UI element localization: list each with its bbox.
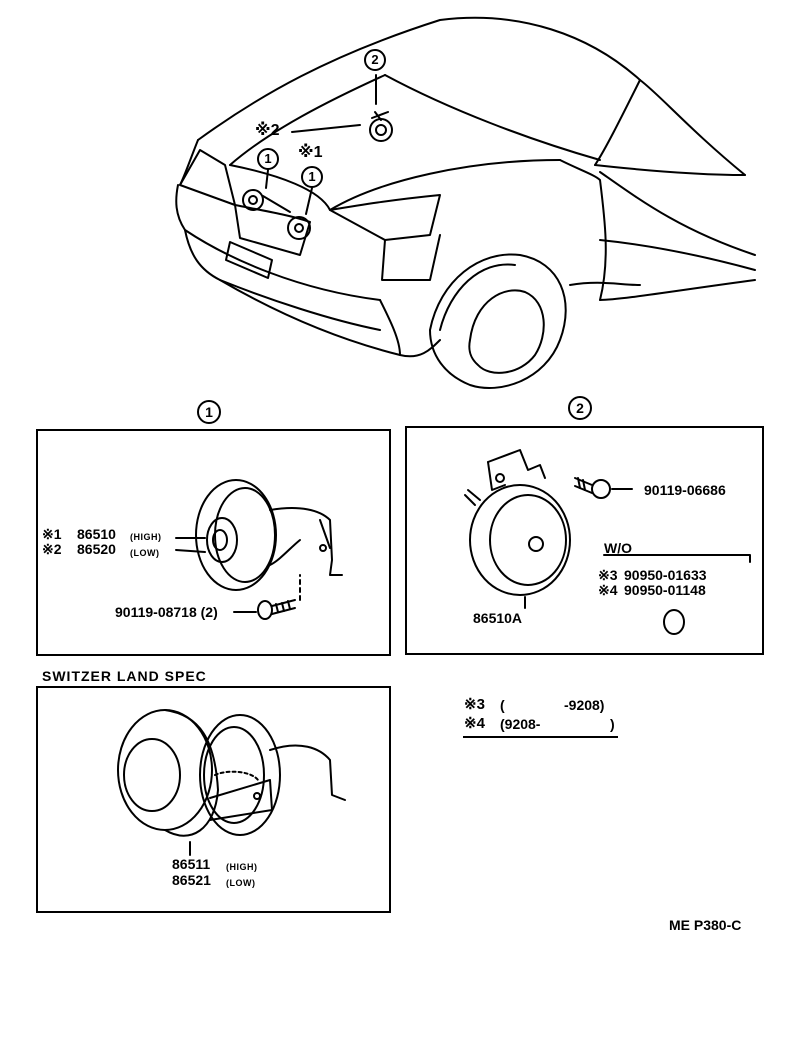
horn-86510a-illustration (464, 449, 751, 635)
reference-mark-symbol: ※ (298, 142, 314, 161)
legend-range-4-close: ) (610, 716, 615, 732)
part-number-90950-01633: 90950-01633 (624, 567, 707, 583)
legend-underline (463, 736, 618, 738)
part-number-86521: 86521 (172, 872, 211, 888)
legend-range-3-end: -9208) (564, 697, 605, 713)
part-number-90119-06686: 90119-06686 (644, 482, 726, 498)
diagram-code: ME P380-C (669, 917, 742, 933)
callout-ref-1b: 1 (301, 166, 323, 188)
panel-2-mark-3: ※3 (598, 567, 618, 583)
legend-range-4-start: (9208- (500, 716, 541, 732)
without-label: W/O (604, 540, 632, 556)
reference-mark-number: 2 (270, 122, 280, 139)
low-tag: (LOW) (226, 878, 256, 888)
low-tag: (LOW) (130, 548, 160, 558)
callout-mark-2: ※2 (255, 122, 279, 139)
callout-mark-1: ※1 (298, 144, 322, 161)
high-tag: (HIGH) (226, 862, 258, 872)
car-front-illustration (175, 16, 756, 389)
callout-ref-1a: 1 (257, 148, 279, 170)
part-number-86520: 86520 (77, 541, 116, 557)
legend-range-3-open: ( (500, 697, 505, 713)
part-number-90119-08718: 90119-08718 (2) (115, 604, 218, 620)
panel-1-ref: 1 (197, 400, 221, 424)
part-number-90950-01148: 90950-01148 (624, 582, 706, 598)
horn-86511-illustration (117, 709, 346, 856)
panel-2-frame (405, 426, 764, 655)
legend-mark-4: ※4 (464, 715, 485, 732)
legend-mark-3: ※3 (464, 696, 485, 713)
reference-mark-number: 1 (313, 144, 323, 161)
horn-86510-illustration (175, 479, 343, 620)
panel-1-mark-2: ※2 (42, 541, 62, 557)
panel-2-ref: 2 (568, 396, 592, 420)
panel-1-mark-1: ※1 (42, 526, 62, 542)
switzerland-spec-title: SWITZER LAND SPEC (42, 668, 207, 684)
part-number-86510a: 86510A (473, 610, 523, 626)
panel-1-frame (36, 429, 391, 656)
reference-mark-symbol: ※ (255, 120, 271, 139)
high-tag: (HIGH) (130, 532, 162, 542)
callout-ref-2: 2 (364, 49, 386, 71)
panel-2-mark-4: ※4 (598, 582, 618, 598)
panel-3-frame (36, 686, 391, 913)
part-number-86510: 86510 (77, 526, 116, 542)
part-number-86511: 86511 (172, 856, 211, 872)
